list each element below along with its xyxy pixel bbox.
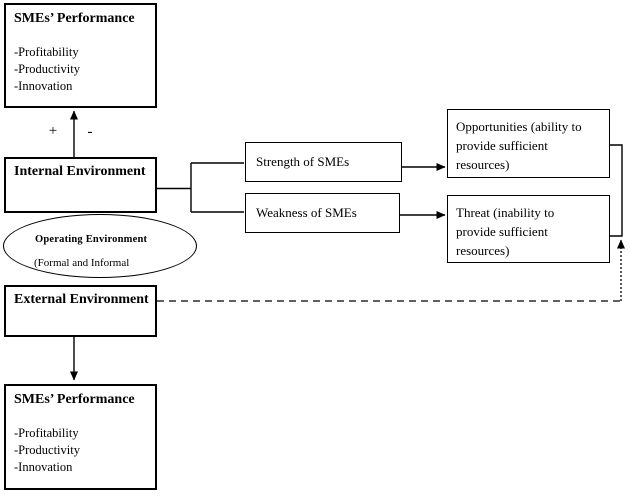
sme-performance-top-title: SMEs’ Performance xyxy=(14,11,135,26)
weakness-of-smes-box: Weakness of SMEs xyxy=(245,193,400,233)
threat-label: Threat (inability to provide sufficient … xyxy=(456,205,555,258)
operating-environment-ellipse: Operating Environment (Formal and Inform… xyxy=(3,214,197,278)
threat-box: Threat (inability to provide sufficient … xyxy=(447,195,610,263)
operating-environment-title: Operating Environment xyxy=(35,234,148,245)
sme-performance-top-box: SMEs’ Performance -Profitability -Produc… xyxy=(4,3,157,108)
weakness-of-smes-label: Weakness of SMEs xyxy=(256,205,357,220)
sme-performance-bottom-title: SMEs’ Performance xyxy=(14,392,135,407)
sme-performance-top-item-profitability: -Profitability xyxy=(14,45,79,59)
sme-performance-bottom-item-innovation: -Innovation xyxy=(14,460,73,474)
sme-performance-top-item-productivity: -Productivity xyxy=(14,62,80,76)
opportunities-label: Opportunities (ability to provide suffic… xyxy=(456,119,582,172)
external-environment-label: External Environment xyxy=(14,292,149,307)
bracket-opportunities-threat xyxy=(610,144,623,237)
sme-performance-bottom-item-productivity: -Productivity xyxy=(14,443,80,457)
plus-sign-label: + xyxy=(48,123,58,139)
external-environment-box: External Environment xyxy=(4,285,157,337)
strength-of-smes-box: Strength of SMEs xyxy=(245,142,402,182)
operating-environment-subtitle: (Formal and Informal xyxy=(34,257,130,269)
strength-of-smes-label: Strength of SMEs xyxy=(256,154,350,169)
internal-environment-label: Internal Environment xyxy=(14,164,146,179)
sme-performance-bottom-item-profitability: -Profitability xyxy=(14,426,79,440)
sme-performance-bottom-box: SMEs’ Performance -Profitability -Produc… xyxy=(4,384,157,490)
minus-sign-label: - xyxy=(87,124,93,140)
opportunities-box: Opportunities (ability to provide suffic… xyxy=(447,109,610,178)
sme-performance-top-item-innovation: -Innovation xyxy=(14,79,73,93)
connector-internal-to-swot-branch xyxy=(157,162,244,213)
internal-environment-box: Internal Environment xyxy=(4,157,157,213)
